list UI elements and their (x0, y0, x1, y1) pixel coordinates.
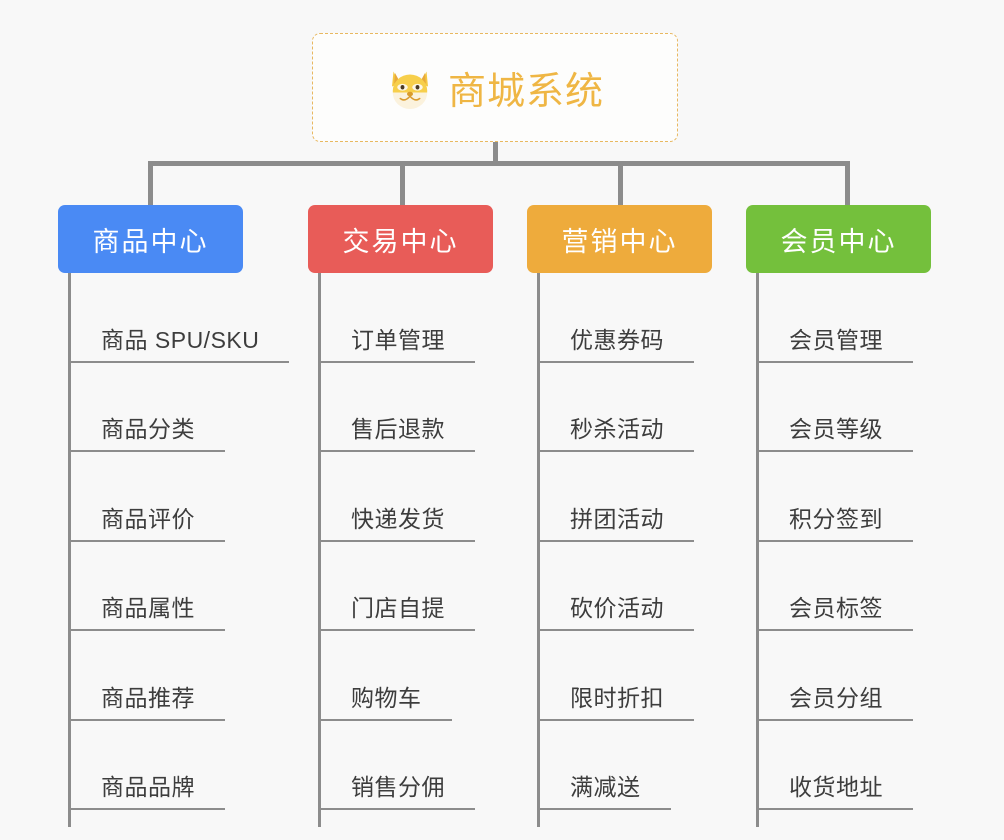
leaf-label: 会员管理 (789, 326, 883, 353)
leaf-label: 订单管理 (351, 326, 445, 353)
leaf-label: 商品分类 (101, 416, 195, 442)
leaf-underline: 商品评价 (71, 500, 225, 542)
list-item[interactable]: 商品推荐 (68, 631, 298, 721)
leaf-underline: 商品品牌 (71, 768, 225, 810)
connector-horizontal-bus (148, 161, 850, 166)
category-label: 商品中心 (92, 226, 209, 257)
list-item[interactable]: 积分签到 (756, 452, 986, 542)
list-item[interactable]: 收货地址 (756, 721, 986, 810)
leaf-label: 拼团活动 (570, 505, 664, 532)
leaf-label: 商品推荐 (101, 684, 195, 711)
category-label: 会员中心 (780, 226, 897, 257)
connector-drop-3 (618, 161, 623, 205)
leaf-label: 售后退款 (351, 416, 445, 442)
leaf-underline: 商品 SPU/SKU (71, 321, 290, 363)
list-item[interactable]: 优惠券码 (537, 273, 767, 363)
leaf-label: 快递发货 (351, 505, 445, 532)
leaf-label: 会员标签 (789, 595, 883, 621)
leaf-label: 收货地址 (789, 774, 883, 800)
leaf-underline: 会员等级 (759, 410, 913, 452)
leaf-underline: 订单管理 (321, 321, 475, 363)
leaf-label: 商品品牌 (101, 774, 195, 800)
leaf-label: 砍价活动 (570, 595, 664, 621)
connector-drop-2 (400, 161, 405, 205)
list-item[interactable]: 商品分类 (68, 363, 298, 452)
list-item[interactable]: 商品评价 (68, 452, 298, 542)
list-item[interactable]: 商品 SPU/SKU (68, 273, 298, 363)
branch-spine (537, 273, 540, 827)
leaf-label: 购物车 (351, 684, 422, 711)
leaf-underline: 收货地址 (759, 768, 913, 810)
leaf-list: 优惠券码 秒杀活动 拼团活动 砍价活动 限时折扣 满减送 (537, 273, 767, 810)
list-item[interactable]: 会员分组 (756, 631, 986, 721)
leaf-label: 商品 SPU/SKU (101, 326, 260, 353)
leaf-list: 订单管理 售后退款 快递发货 门店自提 购物车 销售分佣 (318, 273, 548, 810)
list-item[interactable]: 拼团活动 (537, 452, 767, 542)
leaf-label: 门店自提 (351, 595, 445, 621)
leaf-underline: 售后退款 (321, 410, 475, 452)
list-item[interactable]: 会员标签 (756, 542, 986, 631)
connector-drop-1 (148, 161, 153, 205)
leaf-underline: 秒杀活动 (540, 410, 694, 452)
leaf-underline: 快递发货 (321, 500, 475, 542)
list-item[interactable]: 会员等级 (756, 363, 986, 452)
leaf-underline: 门店自提 (321, 589, 475, 631)
root-node[interactable]: 商城系统 (312, 33, 678, 142)
leaf-underline: 销售分佣 (321, 768, 475, 810)
connector-root-stem (493, 142, 498, 164)
category-label: 交易中心 (342, 226, 459, 257)
leaf-label: 会员分组 (789, 684, 883, 711)
leaf-underline: 会员管理 (759, 321, 913, 363)
branch-spine (756, 273, 759, 827)
leaf-underline: 购物车 (321, 679, 452, 721)
leaf-list: 商品 SPU/SKU 商品分类 商品评价 商品属性 商品推荐 商品品牌 (68, 273, 298, 810)
leaf-label: 限时折扣 (570, 684, 664, 711)
leaf-label: 商品评价 (101, 505, 195, 532)
list-item[interactable]: 商品品牌 (68, 721, 298, 810)
category-box-营销中心[interactable]: 营销中心 (527, 205, 712, 273)
leaf-underline: 商品属性 (71, 589, 225, 631)
leaf-underline: 满减送 (540, 768, 671, 810)
list-item[interactable]: 购物车 (318, 631, 548, 721)
list-item[interactable]: 门店自提 (318, 542, 548, 631)
leaf-list: 会员管理 会员等级 积分签到 会员标签 会员分组 收货地址 (756, 273, 986, 810)
leaf-underline: 会员标签 (759, 589, 913, 631)
list-item[interactable]: 商品属性 (68, 542, 298, 631)
leaf-underline: 砍价活动 (540, 589, 694, 631)
connector-drop-4 (845, 161, 850, 205)
leaf-label: 商品属性 (101, 595, 195, 621)
leaf-label: 销售分佣 (351, 774, 445, 800)
shiba-dog-face-icon (386, 64, 434, 112)
category-box-交易中心[interactable]: 交易中心 (308, 205, 493, 273)
leaf-underline: 会员分组 (759, 679, 913, 721)
leaf-underline: 商品推荐 (71, 679, 225, 721)
list-item[interactable]: 订单管理 (318, 273, 548, 363)
branch-spine (318, 273, 321, 827)
leaf-label: 积分签到 (789, 505, 883, 532)
list-item[interactable]: 快递发货 (318, 452, 548, 542)
leaf-label: 秒杀活动 (570, 416, 664, 442)
category-box-商品中心[interactable]: 商品中心 (58, 205, 243, 273)
list-item[interactable]: 限时折扣 (537, 631, 767, 721)
root-title: 商城系统 (447, 71, 604, 113)
leaf-underline: 商品分类 (71, 410, 225, 452)
leaf-label: 满减送 (570, 774, 641, 800)
list-item[interactable]: 秒杀活动 (537, 363, 767, 452)
category-label: 营销中心 (561, 226, 678, 257)
list-item[interactable]: 满减送 (537, 721, 767, 810)
list-item[interactable]: 销售分佣 (318, 721, 548, 810)
leaf-label: 会员等级 (789, 416, 883, 442)
leaf-label: 优惠券码 (570, 326, 664, 353)
leaf-underline: 优惠券码 (540, 321, 694, 363)
list-item[interactable]: 砍价活动 (537, 542, 767, 631)
leaf-underline: 拼团活动 (540, 500, 694, 542)
leaf-underline: 限时折扣 (540, 679, 694, 721)
category-box-会员中心[interactable]: 会员中心 (746, 205, 931, 273)
list-item[interactable]: 会员管理 (756, 273, 986, 363)
leaf-underline: 积分签到 (759, 500, 913, 542)
list-item[interactable]: 售后退款 (318, 363, 548, 452)
branch-spine (68, 273, 71, 827)
